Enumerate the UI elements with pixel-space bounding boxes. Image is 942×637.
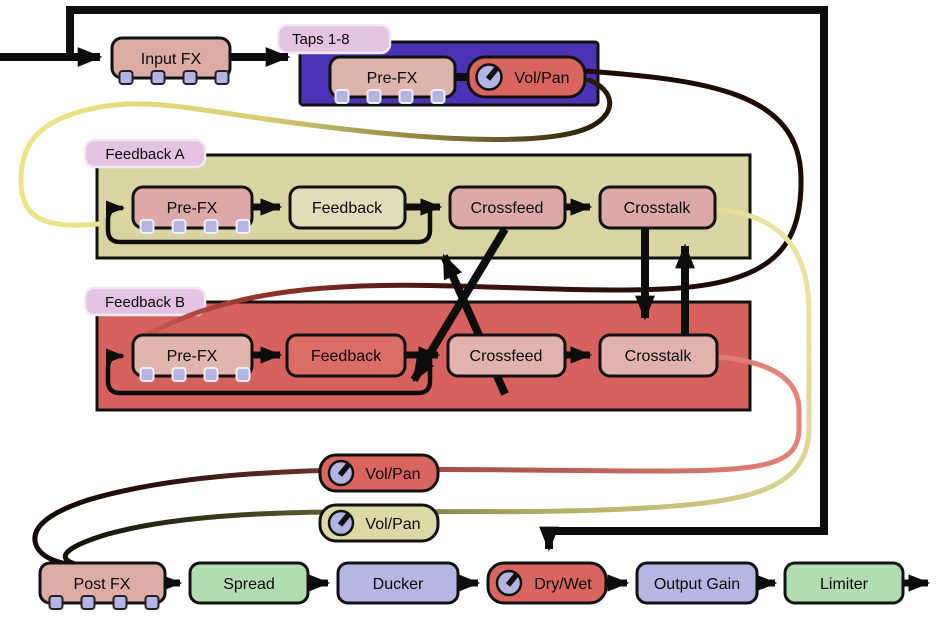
feedback-a-crossfeed-label: Crossfeed [471, 200, 544, 217]
post-fx-label: Post FX [74, 576, 131, 593]
taps-pre-fx-module[interactable]: Pre-FX [328, 55, 457, 104]
fx-slot-icon[interactable] [112, 595, 128, 610]
crossfeed-a-to-b-diagonal [410, 226, 509, 383]
fx-slot-icon[interactable] [203, 367, 219, 382]
post-fx-module[interactable]: Post FX [38, 561, 167, 610]
vol-pan-yellow-module[interactable]: Vol/Pan [318, 503, 440, 543]
feedback-a-pre-fx-module[interactable]: Pre-FX [131, 185, 254, 234]
feedback-b-crossfeed-label: Crossfeed [470, 348, 543, 365]
taps-pre-fx-label: Pre-FX [367, 70, 418, 87]
knob-icon[interactable] [327, 459, 355, 487]
feedback-b-loop-line [105, 348, 433, 396]
input-fx-label: Input FX [141, 51, 202, 68]
feedback-a-feedback-label: Feedback [312, 200, 383, 217]
fx-slot-icon[interactable] [150, 70, 166, 85]
taps-tag-label: Taps 1-8 [292, 31, 350, 48]
fx-slot-icon[interactable] [430, 89, 446, 104]
feedback-a-pre-fx-label: Pre-FX [167, 200, 218, 217]
feedback-a-tag: Feedback A [83, 138, 207, 169]
vol-pan-red-label: Vol/Pan [365, 466, 420, 483]
fx-slot-icon[interactable] [334, 89, 350, 104]
fx-slot-icon[interactable] [214, 70, 230, 85]
ducker-label: Ducker [373, 576, 424, 593]
fx-slot-icon[interactable] [235, 367, 251, 382]
limiter-module[interactable]: Limiter [783, 561, 905, 605]
fx-slot-icon[interactable] [48, 595, 64, 610]
feedback-a-tag-label: Feedback A [105, 146, 184, 163]
fx-slot-icon[interactable] [203, 219, 219, 234]
output-gain-module[interactable]: Output Gain [635, 561, 759, 605]
feedback-b-crosstalk-module[interactable]: Crosstalk [598, 333, 719, 378]
feedback-a-to-postfx-curve [62, 206, 812, 570]
input-fx-module[interactable]: Input FX [110, 36, 232, 85]
feedback-b-feedback-label: Feedback [311, 348, 382, 365]
feedback-a-feedback-module[interactable]: Feedback [288, 185, 407, 230]
fx-slot-icon[interactable] [398, 89, 414, 104]
taps-to-feedback-a-curve [18, 77, 613, 228]
taps-vol-pan-label: Vol/Pan [514, 70, 569, 87]
output-gain-label: Output Gain [654, 576, 740, 593]
feedback-b-crosstalk-label: Crosstalk [625, 348, 693, 365]
fx-slot-icon[interactable] [118, 70, 134, 85]
feedback-b-tag: Feedback B [83, 286, 207, 317]
spread-label: Spread [223, 576, 275, 593]
fx-slot-icon[interactable] [139, 367, 155, 382]
fx-slot-icon[interactable] [139, 219, 155, 234]
dry-wet-module[interactable]: Dry/Wet [486, 561, 608, 605]
limiter-label: Limiter [820, 576, 869, 593]
fx-slot-icon[interactable] [80, 595, 96, 610]
feedback-a-loop-line [105, 200, 433, 245]
fx-slot-icon[interactable] [235, 219, 251, 234]
feedback-b-tag-label: Feedback B [105, 294, 185, 311]
feedback-b-crossfeed-module[interactable]: Crossfeed [446, 333, 567, 378]
dry-bypass-line [66, 6, 828, 552]
ducker-module[interactable]: Ducker [336, 561, 460, 605]
input-fx-slots[interactable] [118, 70, 230, 85]
feedback-a-crosstalk-module[interactable]: Crosstalk [598, 185, 717, 230]
taps-to-feedback-b-curve [123, 68, 804, 351]
taps-tag: Taps 1-8 [276, 23, 392, 55]
feedback-a-crosstalk-label: Crosstalk [624, 200, 692, 217]
knob-icon[interactable] [327, 509, 355, 537]
fx-slot-icon[interactable] [171, 367, 187, 382]
feedback-b-pre-fx-label: Pre-FX [167, 348, 218, 365]
knob-icon[interactable] [495, 569, 523, 597]
feedback-b-feedback-module[interactable]: Feedback [285, 333, 407, 378]
knob-icon[interactable] [475, 63, 503, 91]
taps-vol-pan-module[interactable]: Vol/Pan [466, 55, 587, 99]
fx-slot-icon[interactable] [182, 70, 198, 85]
dry-wet-label: Dry/Wet [534, 576, 592, 593]
feedback-a-crossfeed-module[interactable]: Crossfeed [448, 185, 567, 230]
fx-slot-icon[interactable] [366, 89, 382, 104]
fx-slot-icon[interactable] [144, 595, 160, 610]
feedback-b-pre-fx-module[interactable]: Pre-FX [131, 333, 254, 382]
fx-slot-icon[interactable] [171, 219, 187, 234]
spread-module[interactable]: Spread [188, 561, 310, 605]
vol-pan-yellow-label: Vol/Pan [365, 516, 420, 533]
vol-pan-red-module[interactable]: Vol/Pan [318, 453, 440, 493]
